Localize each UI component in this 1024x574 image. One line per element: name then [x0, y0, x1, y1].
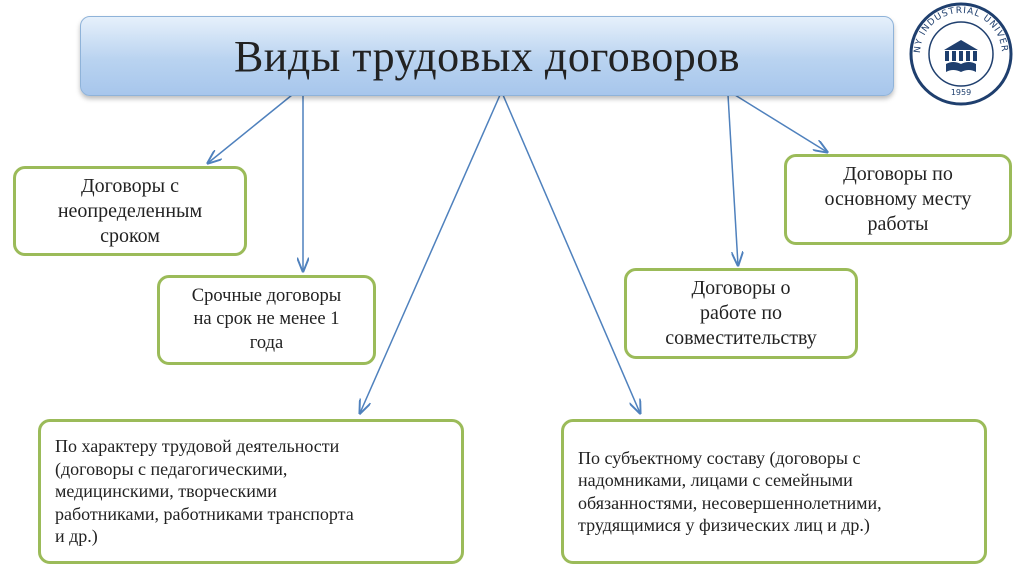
arrow-to-indefinite [208, 94, 293, 163]
arrow-to-by-subject [502, 94, 640, 413]
diagram-title: Виды трудовых договоров [233, 31, 741, 81]
box-by-activity: По характеру трудовой деятельности (дого… [38, 419, 464, 564]
box-by-subject-text: По субъектному составу (договоры с надом… [578, 447, 882, 536]
box-main-workplace-text: Договоры по основному месту работы [824, 163, 972, 235]
arrow-to-by-activity [360, 94, 501, 413]
university-seal-logo: RUDNY INDUSTRIAL UNIVERSITY 1959 [902, 2, 1013, 106]
box-main-workplace: Договоры по основному месту работы [784, 154, 1012, 245]
box-fixed-term: Срочные договоры на срок не менее 1 года [157, 275, 376, 365]
box-by-subject: По субъектному составу (договоры с надом… [561, 419, 987, 564]
logo-year: 1959 [951, 88, 971, 97]
box-fixed-term-text: Срочные договоры на срок не менее 1 года [191, 286, 342, 353]
box-by-activity-text: По характеру трудовой деятельности (дого… [55, 436, 354, 547]
arrow-to-main-workplace [734, 94, 827, 152]
box-indefinite-text: Договоры с неопределенным сроком [57, 174, 203, 247]
title-box: Виды трудовых договоров [80, 16, 894, 96]
arrow-to-part-time [727, 94, 738, 265]
box-part-time: Договоры о работе по совместительству [624, 268, 858, 359]
box-part-time-text: Договоры о работе по совместительству [665, 277, 817, 349]
box-indefinite: Договоры с неопределенным сроком [13, 166, 247, 256]
